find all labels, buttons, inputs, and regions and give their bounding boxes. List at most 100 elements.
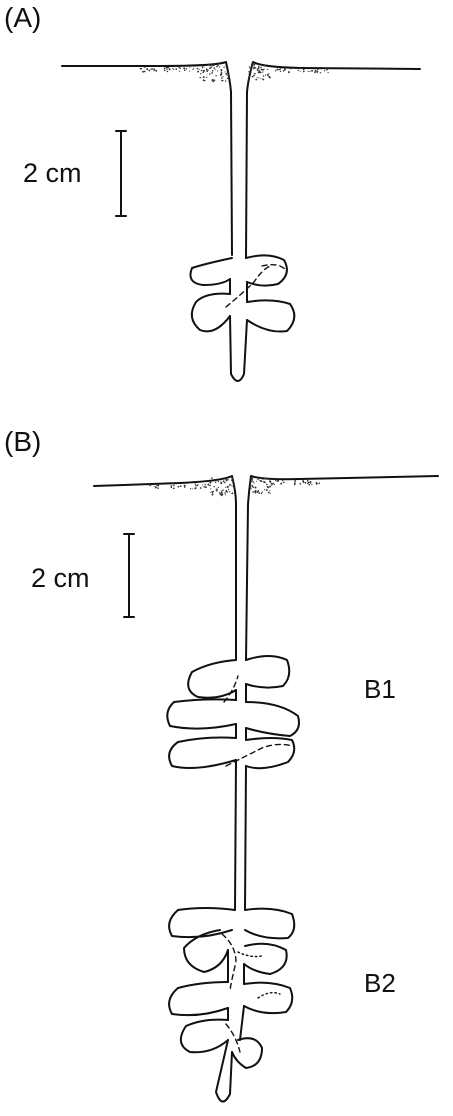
stipple-dot <box>190 488 191 489</box>
stipple-dot <box>249 76 250 77</box>
panel-b-section-b2-label: B2 <box>364 968 396 998</box>
stipple-dot <box>227 78 228 79</box>
stipple-dot <box>226 74 227 75</box>
stipple-dot <box>229 491 230 492</box>
stipple-dot <box>326 67 327 68</box>
stipple-dot <box>220 69 222 71</box>
stipple-dot <box>316 71 318 73</box>
stipple-dot <box>316 483 318 485</box>
stipple-dot <box>251 69 252 70</box>
stipple-dot <box>253 491 255 493</box>
panel-a: (A) 2 cm <box>4 2 420 381</box>
panel-b-chamber <box>246 656 289 688</box>
stipple-dot <box>252 76 254 78</box>
panel-b-hidden-passage <box>238 952 262 957</box>
stipple-dot <box>256 481 257 482</box>
stipple-dot <box>309 71 310 72</box>
stipple-dot <box>195 485 196 486</box>
stipple-dot <box>253 75 255 77</box>
stipple-dot <box>171 485 173 487</box>
stipple-dot <box>275 480 276 481</box>
panel-b-chamber <box>244 944 287 974</box>
panel-b-chamber <box>169 738 236 769</box>
stipple-dot <box>252 487 254 489</box>
stipple-dot <box>225 478 227 480</box>
stipple-dot <box>206 77 207 78</box>
stipple-dot <box>315 68 316 69</box>
stipple-dot <box>220 481 221 482</box>
stipple-dot <box>225 65 226 66</box>
stipple-dot <box>266 490 267 491</box>
stipple-dot <box>268 478 269 479</box>
stipple-dot <box>252 480 253 481</box>
stipple-dot <box>268 73 269 74</box>
stipple-dot <box>227 479 228 480</box>
stipple-dot <box>269 486 271 488</box>
stipple-dot <box>255 79 257 81</box>
stipple-dot <box>269 480 271 482</box>
stipple-dot <box>155 487 156 488</box>
stipple-dot <box>172 68 173 69</box>
stipple-dot <box>200 73 201 74</box>
stipple-dot <box>215 482 216 483</box>
stipple-dot <box>222 495 223 496</box>
panel-b-chamber <box>169 908 235 937</box>
stipple-dot <box>327 72 328 73</box>
panel-a-chamber <box>192 294 230 332</box>
stipple-dot <box>262 78 264 80</box>
stipple-dot <box>167 67 169 69</box>
stipple-dot <box>221 77 223 79</box>
panel-b-chamber <box>167 699 236 728</box>
stipple-dot <box>260 480 262 482</box>
stipple-dot <box>140 68 142 70</box>
panel-b-scale-label: 2 cm <box>31 563 90 593</box>
stipple-dot <box>262 478 263 479</box>
stipple-dot <box>225 80 226 81</box>
stipple-dot <box>212 64 214 66</box>
stipple-dot <box>209 482 211 484</box>
stipple-dot <box>266 484 268 486</box>
stipple-dot <box>254 63 255 64</box>
stipple-dot <box>254 73 255 74</box>
stipple-dot <box>329 68 330 69</box>
panel-b-label: (B) <box>4 426 41 457</box>
stipple-dot <box>225 71 226 72</box>
stipple-dot <box>152 68 154 70</box>
panel-b-burrow-shaft-b1 <box>236 684 246 740</box>
stipple-dot <box>251 481 252 482</box>
stipple-dot <box>254 482 255 483</box>
stipple-dot <box>252 492 253 493</box>
stipple-dot <box>250 72 251 73</box>
stipple-dot <box>255 73 256 74</box>
stipple-dot <box>314 71 316 73</box>
stipple-dot <box>232 481 234 483</box>
stipple-dot <box>280 483 282 485</box>
stipple-dot <box>264 69 265 70</box>
stipple-dot <box>225 494 226 495</box>
stipple-dot <box>251 478 253 480</box>
stipple-dot <box>290 68 292 70</box>
stipple-dot <box>228 489 229 490</box>
panel-b-hidden-passage <box>226 1024 240 1052</box>
panel-a-label: (A) <box>4 2 41 33</box>
stipple-dot <box>249 66 250 67</box>
stipple-dot <box>213 491 214 492</box>
stipple-dot <box>275 70 276 71</box>
stipple-dot <box>283 481 285 483</box>
stipple-dot <box>259 70 261 72</box>
stipple-dot <box>225 487 226 488</box>
stipple-dot <box>210 488 211 489</box>
stipple-dot <box>264 477 266 479</box>
stipple-dot <box>261 72 262 73</box>
panel-b-burrow <box>167 504 299 1102</box>
stipple-dot <box>192 69 193 70</box>
stipple-dot <box>317 72 318 73</box>
stipple-dot <box>221 492 223 494</box>
stipple-dot <box>263 76 264 77</box>
stipple-dot <box>144 71 145 72</box>
panel-b-scale-bar <box>124 534 134 617</box>
stipple-dot <box>184 486 185 487</box>
stipple-dot <box>229 484 231 486</box>
stipple-dot <box>227 73 228 74</box>
